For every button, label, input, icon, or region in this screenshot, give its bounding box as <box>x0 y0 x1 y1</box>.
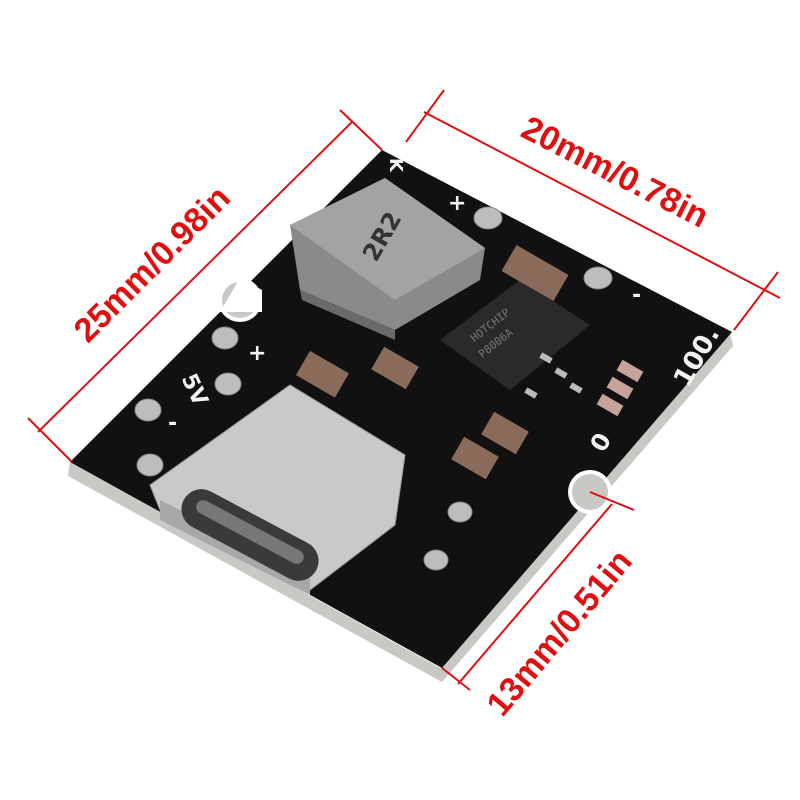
label-minus-left: - <box>168 411 177 436</box>
label-plus-top: + <box>448 191 466 216</box>
label-minus-right: - <box>632 283 641 308</box>
usb-c-port <box>149 384 406 595</box>
dimension-lines <box>27 89 781 691</box>
width-label: 20mm/0.78in <box>515 109 714 236</box>
length-dimension-line <box>37 121 353 433</box>
inductor: 2R2 <box>290 178 485 340</box>
capacitors <box>295 245 569 480</box>
solder-pads <box>134 206 613 571</box>
led-indicators <box>596 359 644 417</box>
height-dimension-line <box>457 503 613 685</box>
label-plus-left: + <box>248 341 266 366</box>
width-dimension-line <box>423 111 781 299</box>
label-k: K <box>385 158 406 173</box>
